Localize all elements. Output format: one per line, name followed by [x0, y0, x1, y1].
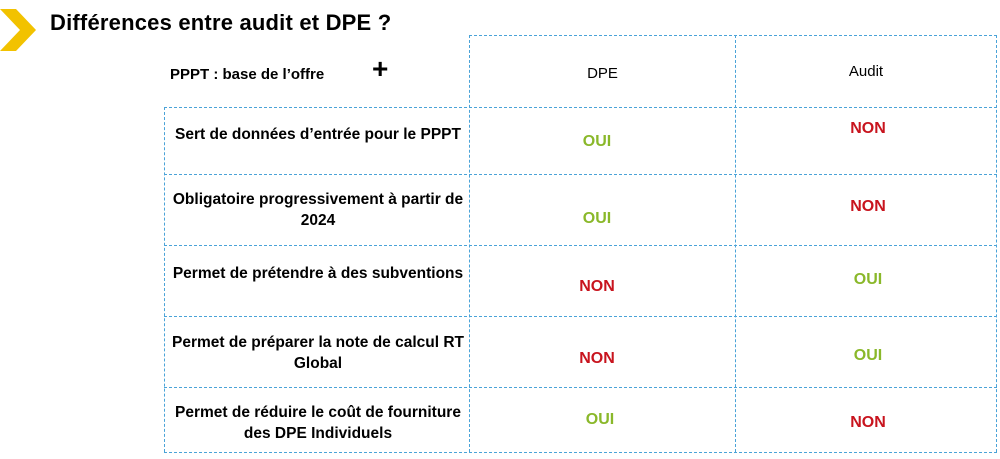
row-dpe-value: NON	[579, 350, 615, 367]
plus-icon: +	[372, 53, 389, 84]
row-dpe-value: OUI	[582, 210, 612, 227]
grid-line	[164, 174, 997, 175]
grid-line	[164, 107, 997, 108]
row-audit-value: NON	[850, 414, 886, 431]
grid-line	[164, 316, 997, 317]
row-dpe-value: OUI	[585, 411, 615, 428]
chevron-icon	[0, 9, 36, 51]
row-criterion: Sert de données d’entrée pour le PPPT	[175, 126, 461, 143]
row-dpe-value: OUI	[582, 133, 612, 150]
grid-line	[735, 35, 736, 452]
grid-line	[996, 35, 997, 452]
row-criterion: Permet de réduire le coût de fourniture …	[175, 404, 461, 442]
column-header-dpe-text: DPE	[587, 65, 618, 82]
row-audit-value: NON	[850, 120, 886, 137]
grid-line	[469, 35, 997, 36]
page-title: Différences entre audit et DPE ?	[50, 10, 392, 35]
grid-line	[469, 35, 470, 452]
grid-line	[164, 107, 165, 452]
column-header-audit-text: Audit	[848, 63, 884, 80]
row-audit-value: NON	[850, 198, 886, 215]
row-criterion: Permet de prétendre à des subventions	[172, 265, 464, 282]
row-criterion: Permet de préparer la note de calcul RT …	[171, 334, 465, 372]
grid-line	[164, 245, 997, 246]
pppt-label: PPPT : base de l’offre	[170, 66, 325, 83]
grid-line	[164, 452, 997, 453]
column-header-dpe: DPE	[470, 65, 735, 82]
row-audit-value: OUI	[853, 271, 883, 288]
row-criterion: Obligatoire progressivement à partir de …	[172, 191, 464, 229]
grid-line	[164, 387, 997, 388]
row-dpe-value: NON	[579, 278, 615, 295]
column-header-audit: Audit	[735, 63, 997, 80]
row-audit-value: OUI	[853, 347, 883, 364]
